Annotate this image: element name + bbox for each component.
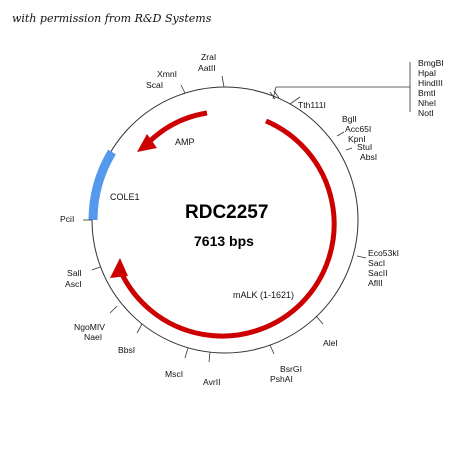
site-ticks	[83, 75, 367, 363]
mcs-site-noti: NotI	[418, 108, 434, 118]
site-sacii: SacII	[368, 268, 388, 278]
credit-text: with permission from R&D Systems	[12, 12, 212, 25]
mcs-site-nhei: NheI	[418, 98, 436, 108]
site-naei: NaeI	[84, 332, 102, 342]
malk-arrow	[117, 118, 337, 339]
amp-arrow	[148, 110, 208, 143]
site-alei: AleI	[323, 338, 338, 348]
plasmid-size: 7613 bps	[194, 233, 254, 249]
site-bglii: BglI	[342, 114, 357, 124]
mcs-site-hpai: HpaI	[418, 68, 436, 78]
site-aatii: AatII	[198, 63, 216, 73]
amp-arrowhead	[137, 134, 157, 152]
cole1-feature	[88, 149, 116, 221]
mcs-site-bmti: BmtI	[418, 88, 436, 98]
mcs-site-bmgbi: BmgBI	[418, 58, 444, 68]
site-eco53ki: Eco53kI	[368, 248, 399, 258]
site-bbsi: BbsI	[118, 345, 135, 355]
site-absi: AbsI	[360, 152, 377, 162]
label-malk: mALK (1-1621)	[233, 290, 294, 300]
site-bsrgi: BsrGI	[280, 364, 302, 374]
site-msci: MscI	[165, 369, 183, 379]
site-sali: SalI	[67, 268, 82, 278]
label-amp: AMP	[175, 137, 195, 147]
label-cole1: COLE1	[110, 192, 140, 202]
site-tth111i: Tth111I	[298, 100, 326, 110]
mcs-leader	[269, 62, 411, 112]
site-acc65i: Acc65I	[345, 124, 371, 134]
malk-arrowhead	[110, 258, 128, 278]
site-ngomiv: NgoMIV	[74, 322, 105, 332]
site-zral: ZraI	[201, 52, 216, 62]
site-saci: SacI	[368, 258, 385, 268]
site-pshai: PshAI	[270, 374, 293, 384]
mcs-site-hindiii: HindIII	[418, 78, 443, 88]
site-scai: ScaI	[146, 80, 163, 90]
site-aflii: AflII	[368, 278, 383, 288]
site-asci: AscI	[65, 279, 82, 289]
site-pcii: PciI	[60, 214, 74, 224]
site-kpni: KpnI	[348, 134, 366, 144]
site-stui: StuI	[357, 142, 372, 152]
site-xmni: XmnI	[157, 69, 177, 79]
site-avrii: AvrII	[203, 377, 221, 387]
plasmid-name: RDC2257	[185, 202, 268, 223]
